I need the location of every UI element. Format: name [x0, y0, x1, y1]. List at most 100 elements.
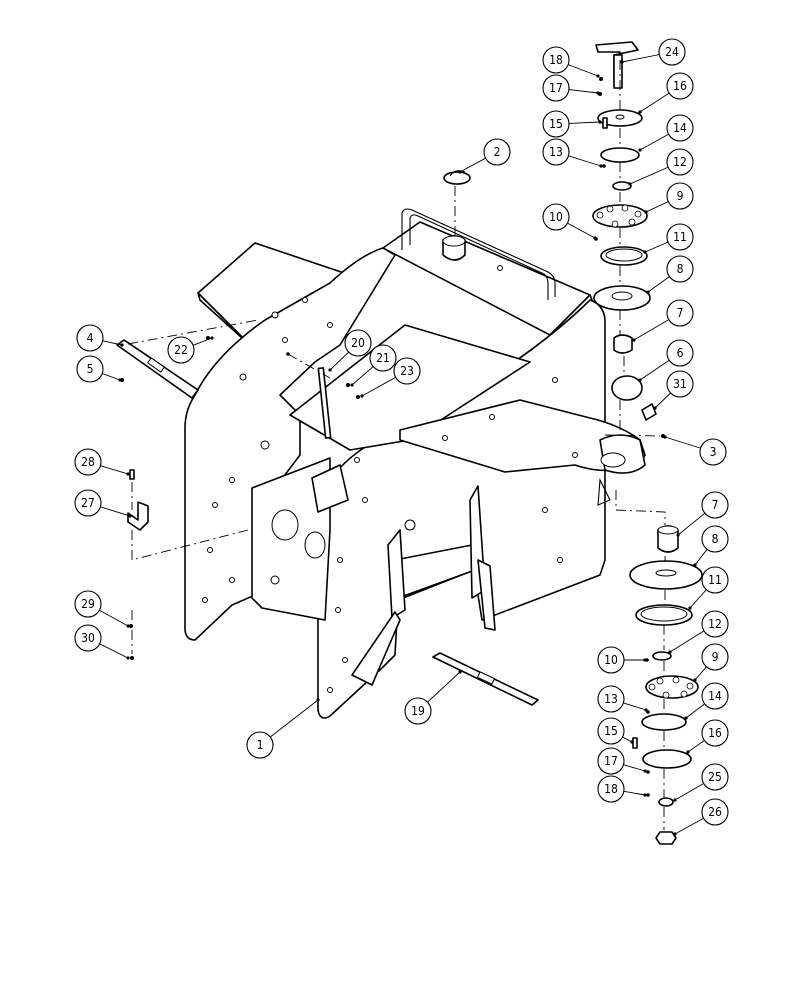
callout-leader: [459, 157, 486, 173]
callout-circle: [666, 370, 694, 398]
callout-number: 27: [81, 496, 95, 510]
callout-number: 13: [604, 692, 618, 706]
callout-leader-tip: [644, 210, 648, 214]
callout-c26: 26: [673, 798, 729, 836]
callout-c5: 5: [76, 355, 122, 383]
callout-c24: 24: [620, 38, 686, 66]
callout-c15b: 15: [597, 717, 634, 745]
callout-circle: [666, 182, 694, 210]
callout-leader: [639, 133, 669, 151]
callout-c9a: 9: [644, 182, 694, 214]
callout-leader: [644, 241, 669, 253]
callout-number: 29: [81, 597, 95, 611]
callout-circle: [246, 731, 274, 759]
callout-leader-tip: [686, 750, 690, 754]
callout-leader-tip: [128, 514, 132, 518]
callout-c15a: 15: [542, 110, 602, 138]
callout-circle: [701, 491, 729, 519]
callout-c19: 19: [404, 670, 462, 725]
callout-number: 9: [712, 650, 719, 664]
callout-c1: 1: [246, 698, 320, 759]
callout-leader: [639, 92, 670, 113]
bracket-27: [127, 501, 149, 531]
callout-leader-tip: [693, 563, 697, 567]
callout-c11b: 11: [688, 566, 729, 610]
callout-leader: [669, 630, 705, 653]
callout-c8a: 8: [646, 255, 694, 294]
callout-leader: [685, 703, 705, 719]
callout-c16a: 16: [638, 72, 694, 114]
callout-leader-tip: [126, 624, 130, 628]
callout-leader-tip: [676, 533, 680, 537]
callout-number: 28: [81, 455, 95, 469]
callout-leader-tip: [628, 182, 632, 186]
callout-leader-tip: [620, 60, 624, 64]
callout-circle: [666, 148, 694, 176]
callout-leader-tip: [120, 343, 124, 347]
callout-leader-tip: [673, 832, 677, 836]
callout-c2: 2: [458, 138, 511, 174]
callout-circle: [597, 717, 625, 745]
callout-leader-tip: [350, 383, 354, 387]
callout-leader: [622, 736, 633, 743]
callout-leader: [629, 166, 669, 185]
callout-leader: [687, 740, 705, 753]
callout-leader: [102, 340, 123, 346]
callout-leader: [647, 276, 670, 293]
callout-number: 4: [87, 331, 94, 345]
callout-circle: [701, 763, 729, 791]
callout-number: 19: [411, 704, 425, 718]
callout-circle: [542, 138, 570, 166]
callout-circle: [701, 566, 729, 594]
callout-leader: [654, 392, 671, 409]
callout-number: 11: [673, 230, 687, 244]
callout-leader-tip: [328, 368, 332, 372]
callout-c16b: 16: [686, 719, 729, 754]
callout-c21: 21: [350, 344, 397, 387]
callout-leader: [689, 589, 707, 609]
callout-number: 8: [677, 262, 684, 276]
callout-c17b: 17: [597, 747, 647, 775]
callout-number: 30: [81, 631, 95, 645]
callout-leader-tip: [598, 120, 602, 124]
callout-leader: [633, 319, 670, 341]
callout-number: 8: [712, 532, 719, 546]
callout-c3: 3: [663, 435, 727, 466]
callout-circle: [74, 489, 102, 517]
callout-c8b: 8: [693, 525, 729, 567]
callout-number: 9: [677, 189, 684, 203]
callout-leader-tip: [663, 435, 667, 439]
callout-number: 7: [712, 498, 719, 512]
callout-leader: [568, 155, 602, 167]
main-frame: [184, 208, 646, 719]
callout-number: 5: [87, 362, 94, 376]
callout-c9b: 9: [693, 643, 729, 682]
callout-c4: 4: [76, 324, 124, 352]
callout-leader: [568, 89, 599, 94]
callout-leader: [674, 817, 704, 835]
callout-leader: [694, 666, 707, 681]
callout-leader-tip: [599, 164, 603, 168]
callout-number: 10: [604, 653, 618, 667]
callout-circle: [167, 336, 195, 364]
callout-c12b: 12: [668, 610, 729, 654]
callout-number: 10: [549, 210, 563, 224]
callout-circle: [666, 72, 694, 100]
callout-number: 7: [677, 306, 684, 320]
callout-c14a: 14: [638, 114, 694, 152]
callout-c31: 31: [653, 370, 694, 410]
callout-number: 3: [710, 445, 717, 459]
callout-circle: [74, 624, 102, 652]
callout-c18b: 18: [597, 775, 647, 803]
callout-number: 11: [708, 573, 722, 587]
frame-holes: [202, 265, 578, 693]
callout-leader-tip: [638, 110, 642, 114]
callout-circle: [597, 775, 625, 803]
callout-layer: 1234567788991010111112121313141415151616…: [74, 38, 729, 836]
callout-c14b: 14: [684, 682, 729, 720]
callout-leader-tip: [653, 406, 657, 410]
callout-leader: [568, 121, 601, 124]
callout-circle: [369, 344, 397, 372]
callout-circle: [701, 798, 729, 826]
